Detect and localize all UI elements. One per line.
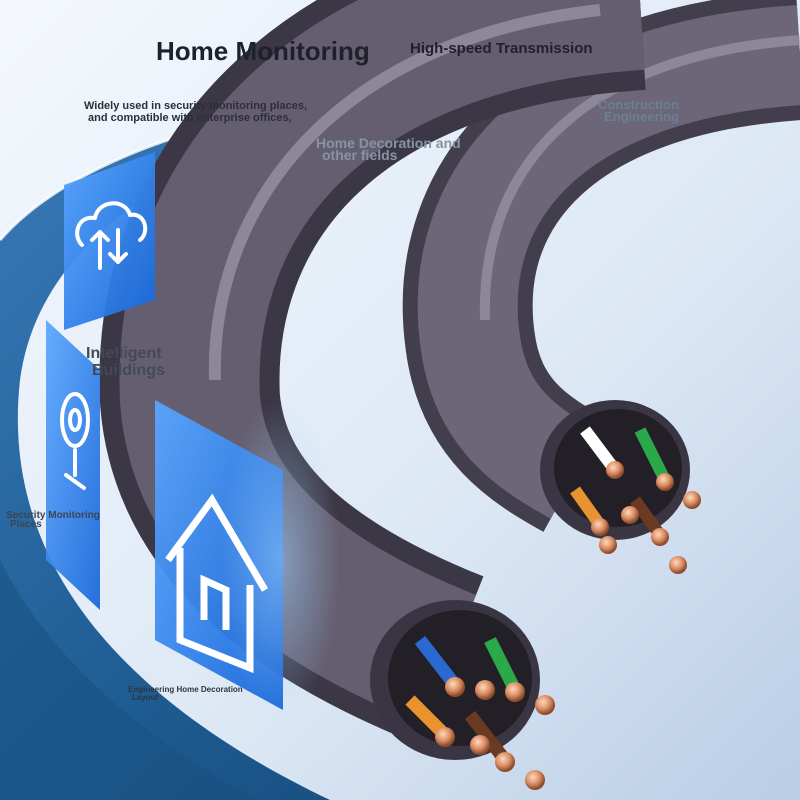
cloud-tile	[64, 152, 155, 330]
description-line-2: and compatible with enterprise offices,	[88, 112, 292, 124]
construction-label-line-2: Engineering	[604, 109, 680, 124]
engineering-label-line-1: Engineering Home Decoration	[128, 685, 243, 694]
security-label-line-1: Security Monitoring	[6, 510, 100, 521]
intelligent-buildings-line-2: Buildings	[92, 362, 165, 379]
description-line-1: Widely used in security monitoring place…	[84, 100, 308, 112]
subheadline: High-speed Transmission	[410, 40, 593, 57]
house-tile	[155, 400, 340, 720]
construction-label-line-1: Construction	[598, 97, 679, 112]
rear-conductors	[570, 426, 701, 574]
intelligent-buildings-line-1: Intelligent	[86, 345, 162, 362]
house-icon	[165, 493, 269, 674]
engineering-label-line-2: Layout	[132, 693, 159, 702]
security-camera-icon	[60, 392, 90, 490]
rear-cable-end	[540, 400, 701, 574]
lower-swoosh-shadow	[0, 560, 260, 800]
security-label-line-2: Places	[10, 519, 42, 530]
home-decoration-label-line-2: other fields	[322, 147, 398, 163]
camera-tile	[46, 320, 100, 610]
cloud-sync-icon	[75, 201, 148, 270]
front-cable-end	[370, 600, 555, 790]
home-decoration-label-line-1: Home Decoration and	[316, 135, 461, 151]
headline: Home Monitoring	[156, 36, 370, 66]
front-conductors	[405, 636, 555, 790]
